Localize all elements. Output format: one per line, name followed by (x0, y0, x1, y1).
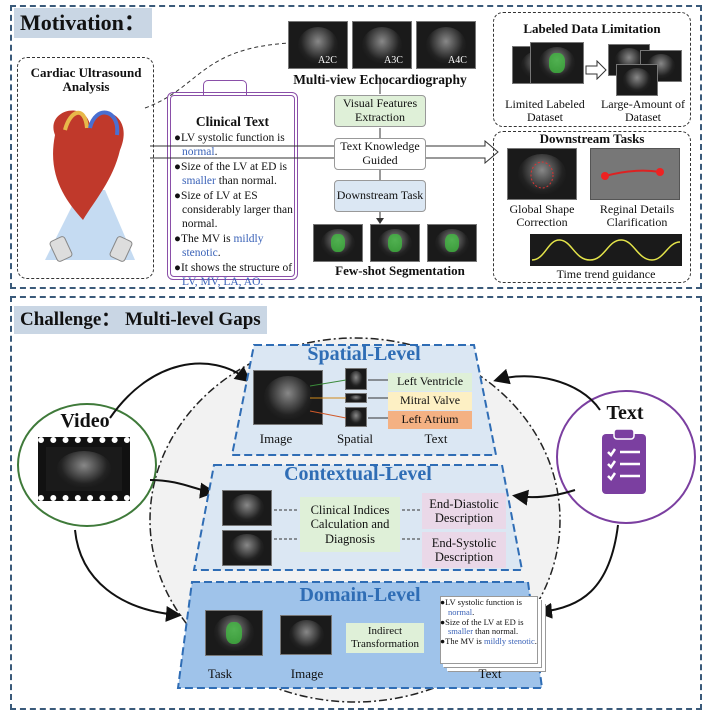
bullet-icon: ● (440, 616, 446, 627)
fewshot-label: Few-shot Segmentation (335, 263, 465, 278)
view-label-a4c: A4C (448, 55, 467, 66)
multiview-label: Multi-view Echocardiography (293, 72, 467, 87)
global-shape-contour (530, 161, 554, 189)
view-label-a2c: A2C (318, 55, 337, 66)
clinical-text-item: ●Size of the LV at ED is smaller than no… (440, 616, 524, 637)
spatial-level-title: Spatial-Level (307, 343, 421, 365)
left-ventricle-label: Left Ventricle (388, 373, 472, 391)
challenge-panel (10, 296, 702, 710)
echo-view-a3c (352, 21, 412, 69)
bullet-icon: ● (174, 190, 181, 203)
spatial-caption-spatial: Spatial (336, 431, 374, 446)
clinical-text-box (167, 92, 298, 280)
global-shape-label: Global Shape Correction (509, 202, 575, 230)
heart-illustration (45, 110, 135, 262)
limited-stack-front (530, 42, 584, 84)
fewshot-image-3 (427, 224, 477, 262)
film-strip-icon (38, 437, 130, 501)
clinical-text-item: ●The MV is mildly stenotic. (174, 233, 264, 260)
main-flow-arrow (150, 140, 499, 164)
clinical-indices-box: Clinical Indices Calculation and Diagnos… (300, 497, 400, 552)
fewshot-image-1 (313, 224, 363, 262)
bullet-icon: ● (174, 161, 181, 174)
bullet-icon: ● (440, 597, 446, 607)
large-stack-3 (616, 64, 658, 96)
limited-labeled-label: Limited Labeled Dataset (505, 97, 585, 125)
video-label: Video (60, 410, 110, 432)
labeled-data-title: Labeled Data Limitation (523, 21, 661, 36)
echo-view-a2c (288, 21, 348, 69)
end-diastolic-box: End-Diastolic Description (422, 493, 506, 529)
end-systolic-box: End-Systolic Description (422, 532, 506, 568)
time-trend-label: Time trend guidance (556, 267, 656, 281)
motivation-panel (10, 5, 702, 289)
cardiac-ultrasound-label: Cardiac Ultrasound Analysis (30, 65, 142, 95)
downstream-tasks-title: Downstream Tasks (539, 131, 645, 146)
labeled-data-box (493, 12, 691, 127)
contextual-level-title: Contextual-Level (284, 463, 432, 485)
mitral-valve-label: Mitral Valve (388, 392, 472, 410)
challenge-title: Challenge： Multi-level Gaps (14, 306, 267, 334)
fewshot-image-2 (370, 224, 420, 262)
domain-caption-image: Image (290, 666, 324, 681)
domain-doc-list: ●LV systolic function is normal.●Size of… (440, 597, 542, 647)
bullet-icon: ● (174, 262, 181, 275)
contextual-image-ed (222, 490, 272, 526)
clinical-text-item: ●Size of the LV at ED is smaller than no… (174, 161, 287, 188)
text-label: Text (606, 402, 644, 424)
left-atrium-label: Left Atrium (388, 411, 472, 429)
domain-image (280, 615, 332, 655)
domain-caption-text: Text (478, 666, 502, 681)
cardiac-ultrasound-box (17, 57, 154, 279)
regional-details-label: Reginal Details Clarification (599, 202, 675, 230)
spatial-caption-image: Image (259, 431, 293, 446)
clinical-text-title: Clinical Text (195, 114, 270, 129)
indirect-transformation-box: Indirect Transformation (346, 623, 424, 653)
bullet-icon: ● (440, 636, 446, 647)
large-amount-label: Large-Amount of Dataset (600, 97, 686, 125)
contextual-links (274, 509, 420, 540)
connector-curve (144, 42, 291, 109)
domain-doc-stack (440, 596, 538, 664)
text-node (556, 390, 696, 524)
spatial-caption-text: Text (424, 431, 448, 446)
domain-task-image (205, 610, 263, 656)
view-label-a3c: A3C (384, 55, 403, 66)
clinical-text-item: ●LV systolic function is normal. (174, 132, 285, 159)
motivation-title: Motivation： (14, 8, 152, 38)
clinical-text-item: ●The MV is mildly stenotic. (440, 636, 537, 647)
downstream-tasks-box (493, 131, 691, 283)
domain-level-title: Domain-Level (299, 584, 421, 606)
clinical-text-item: ●It shows the structure of LV, MV, LA, A… (174, 262, 293, 289)
visual-features-box: Visual Features Extraction (334, 95, 426, 127)
dataset-arrow (585, 60, 607, 80)
clinical-text-item: ●Size of LV at ES considerably larger th… (174, 190, 293, 231)
contextual-image-es (222, 530, 272, 566)
spatial-crop-3 (345, 407, 367, 427)
flow-arrows (376, 80, 384, 224)
spatial-crop-1 (345, 368, 367, 390)
text-knowledge-box: Text Knowledge Guided (334, 138, 426, 170)
spatial-links (309, 379, 388, 419)
bullet-icon: ● (174, 233, 181, 246)
echo-view-a4c (416, 21, 476, 69)
global-shape-image (507, 148, 577, 200)
regional-detail-points (601, 168, 664, 180)
time-trend-plot (530, 234, 682, 266)
clinical-text-list: ●LV systolic function is normal.●Size of… (172, 131, 304, 290)
domain-caption-task: Task (207, 666, 233, 681)
cycle-arrows (74, 362, 619, 622)
clipboard-icon (602, 428, 646, 494)
downstream-task-box: Downstream Task (334, 180, 426, 212)
bullet-icon: ● (174, 132, 181, 144)
clinical-text-item: ●LV systolic function is normal. (440, 597, 522, 617)
